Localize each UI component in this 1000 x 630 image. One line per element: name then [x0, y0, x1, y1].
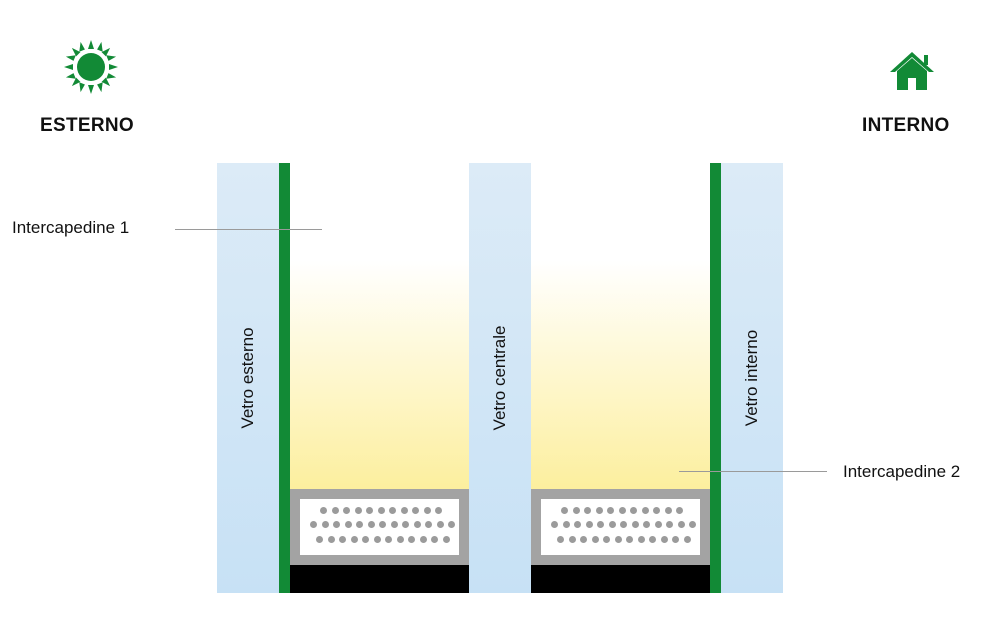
outside-label: ESTERNO: [40, 115, 134, 136]
desiccant-dot: [436, 521, 444, 528]
cavity-2-spacer: [531, 489, 710, 565]
desiccant-dot: [618, 507, 626, 514]
inner-coating: [710, 163, 721, 593]
desiccant-dot: [413, 521, 421, 528]
desiccant-dot: [683, 536, 691, 543]
desiccant-dot: [580, 536, 587, 543]
inside-label: INTERNO: [862, 115, 950, 136]
desiccant-dot: [379, 521, 386, 528]
cavity-2-gas: [531, 163, 710, 489]
desiccant-dot: [641, 507, 649, 514]
desiccant-dot: [327, 536, 335, 543]
desiccant-dot: [664, 507, 672, 514]
desiccant-dot: [442, 536, 450, 543]
desiccant-dot: [568, 536, 576, 543]
desiccant-dot: [423, 507, 431, 514]
desiccant-dot: [562, 521, 570, 528]
desiccant-dot: [431, 536, 438, 543]
desiccant-dot: [614, 536, 622, 543]
desiccant-dot: [630, 507, 637, 514]
desiccant-dot: [666, 521, 673, 528]
desiccant-dot: [377, 507, 385, 514]
desiccant-dot: [402, 521, 409, 528]
desiccant-dot: [608, 521, 616, 528]
cavity-2-leader: [679, 471, 827, 472]
desiccant-dot: [653, 507, 660, 514]
inner-glass-pane: Vetro interno: [721, 163, 783, 593]
desiccant-dot: [626, 536, 633, 543]
desiccant-dot: [561, 507, 568, 514]
desiccant-dot: [408, 536, 415, 543]
desiccant-dot: [333, 521, 340, 528]
desiccant-dot: [584, 507, 591, 514]
desiccant-dot: [572, 507, 580, 514]
middle-glass-label: Vetro centrale: [490, 325, 509, 431]
desiccant-dot: [607, 507, 614, 514]
desiccant-dot: [435, 507, 442, 514]
cavity-1-desiccant: [300, 499, 459, 555]
cavity-1-spacer: [290, 489, 469, 565]
desiccant-dot: [356, 521, 363, 528]
desiccant-dot: [350, 536, 358, 543]
desiccant-dot: [425, 521, 432, 528]
desiccant-dot: [603, 536, 610, 543]
outer-glass-label: Vetro esterno: [238, 327, 257, 429]
desiccant-dot: [649, 536, 656, 543]
desiccant-dot: [389, 507, 396, 514]
desiccant-dot: [367, 521, 375, 528]
desiccant-dot: [677, 521, 685, 528]
desiccant-dot: [331, 507, 339, 514]
desiccant-dot: [385, 536, 392, 543]
desiccant-dot: [551, 521, 558, 528]
desiccant-dot: [321, 521, 329, 528]
desiccant-dot: [597, 521, 604, 528]
cavity-2-label: Intercapedine 2: [843, 462, 961, 481]
desiccant-dot: [400, 507, 408, 514]
desiccant-dot: [676, 507, 683, 514]
inner-glass-label: Vetro interno: [742, 329, 761, 427]
desiccant-dot: [390, 521, 398, 528]
cavity-1-seal: [290, 565, 469, 593]
desiccant-dot: [620, 521, 627, 528]
desiccant-dot: [557, 536, 564, 543]
desiccant-dot: [366, 507, 373, 514]
middle-glass-pane: Vetro centrale: [469, 163, 531, 593]
cavity-1-gas: [290, 163, 469, 489]
sun-icon: [62, 38, 120, 96]
desiccant-dot: [396, 536, 404, 543]
desiccant-dot: [419, 536, 427, 543]
desiccant-dot: [354, 507, 362, 514]
cavity-1-leader: [175, 229, 322, 230]
desiccant-dot: [672, 536, 679, 543]
desiccant-dot: [654, 521, 662, 528]
desiccant-dot: [637, 536, 645, 543]
desiccant-dot: [595, 507, 603, 514]
desiccant-dot: [643, 521, 650, 528]
desiccant-dot: [343, 507, 350, 514]
desiccant-dot: [585, 521, 593, 528]
desiccant-dot: [591, 536, 599, 543]
outer-coating: [279, 163, 290, 593]
desiccant-dot: [310, 521, 317, 528]
desiccant-dot: [339, 536, 346, 543]
desiccant-dot: [689, 521, 696, 528]
desiccant-dot: [344, 521, 352, 528]
desiccant-dot: [448, 521, 455, 528]
house-icon: [888, 50, 936, 92]
desiccant-dot: [574, 521, 581, 528]
desiccant-dot: [320, 507, 327, 514]
desiccant-dot: [412, 507, 419, 514]
outer-glass-pane: Vetro esterno: [217, 163, 279, 593]
desiccant-dot: [631, 521, 639, 528]
desiccant-dot: [373, 536, 381, 543]
cavity-2-seal: [531, 565, 710, 593]
desiccant-dot: [362, 536, 369, 543]
cavity-1-label: Intercapedine 1: [12, 218, 130, 237]
desiccant-dot: [316, 536, 323, 543]
desiccant-dot: [660, 536, 668, 543]
cavity-2-desiccant: [541, 499, 700, 555]
